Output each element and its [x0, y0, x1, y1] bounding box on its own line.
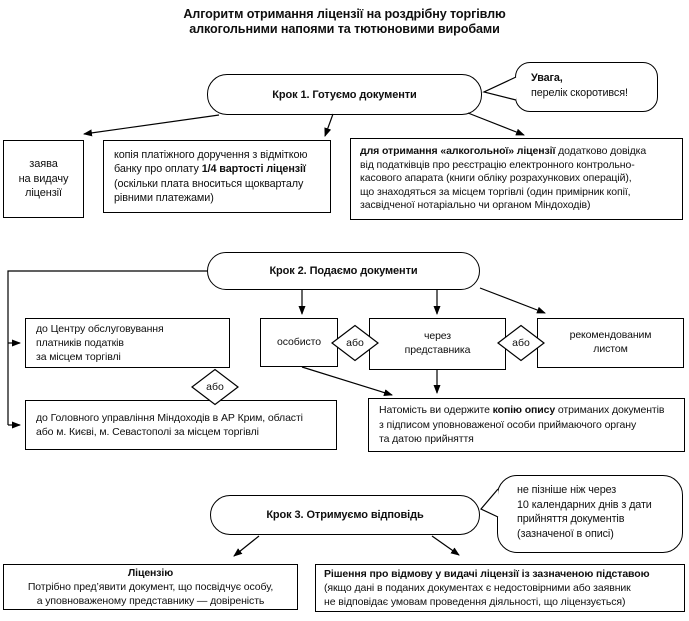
step1-bubble-tail: [482, 76, 517, 101]
arrow-inperson-to-receipt: [301, 366, 393, 396]
receipt-pre: Натомість ви одержите: [379, 404, 493, 417]
step3-label: Крок 3. Отримуємо відповідь: [266, 509, 424, 521]
step2-pill: Крок 2. Подаємо документи: [207, 252, 480, 290]
box-refusal-result: Рішення про відмову у видачі ліцензії із…: [315, 564, 685, 612]
step3-note-text: не пізніше ніж через 10 календарних днів…: [517, 484, 652, 540]
or-label-middle: або: [346, 337, 364, 349]
box-alcohol-certificate: для отримання «алкогольної» ліцензії дод…: [350, 138, 683, 220]
refusal-result-rest: (якщо дані в поданих документах є недост…: [324, 582, 631, 608]
step2-label: Крок 2. Подаємо документи: [269, 265, 418, 277]
payment-bold: 1/4 вартості ліцензії: [201, 163, 306, 176]
step3-bubble-tail: [480, 488, 499, 518]
license-result-bold: Ліцензію: [127, 567, 174, 579]
step1-pill: Крок 1. Готуємо документи: [207, 74, 482, 115]
box-main-office: до Головного управління Міндоходів в АР …: [25, 400, 337, 450]
arrow-step1-to-alcohol: [467, 112, 525, 136]
diagram-title-line1: Алгоритм отримання ліцензії на роздрібну…: [183, 7, 506, 21]
arrow-step3-to-refusal: [431, 535, 460, 556]
alcohol-bold: для отримання «алкогольної» ліцензії: [360, 145, 556, 158]
payment-post: (оскільки плата вноситься щокварталу рів…: [114, 177, 304, 204]
arrow-step2-to-mail: [479, 287, 546, 314]
alcohol-post: додатково довідка від податківців про ре…: [360, 145, 647, 212]
or-label-left: або: [206, 381, 224, 393]
step3-note-bubble: не пізніше ніж через 10 календарних днів…: [497, 475, 683, 553]
step1-note-bubble: Увага, перелік скоротився!: [515, 62, 658, 112]
box-main-office-text: до Головного управління Міндоходів в АР …: [36, 412, 303, 438]
arrow-step3-to-license: [233, 535, 260, 557]
step1-label: Крок 1. Готуємо документи: [272, 88, 417, 101]
or-label-right: або: [512, 337, 530, 349]
refusal-result-bold: Рішення про відмову у видачі ліцензії із…: [324, 568, 650, 580]
box-registered-mail-text: рекомендованим листом: [569, 329, 652, 355]
box-via-representative-text: через представника: [404, 330, 471, 356]
box-receipt-copy: Натомість ви одержите копію опису отрима…: [368, 398, 685, 452]
diagram-title: Алгоритм отримання ліцензії на роздрібну…: [0, 7, 689, 36]
box-payment-copy: копія платіжного доручення з відміткою б…: [103, 140, 331, 213]
step1-note-bold: Увага,: [531, 72, 563, 84]
box-refusal-result-text: Рішення про відмову у видачі ліцензії із…: [324, 567, 676, 609]
diagram-title-line2: алкогольними напоями та тютюновими вироб…: [189, 21, 500, 36]
box-license-application: заява на видачу ліцензії: [3, 140, 84, 218]
box-alcohol-certificate-text: для отримання «алкогольної» ліцензії дод…: [360, 145, 673, 213]
arrow-step1-to-application: [83, 114, 220, 137]
box-tax-service-center: до Центру обслуговування платників подат…: [25, 318, 230, 368]
box-in-person-text: особисто: [277, 335, 321, 348]
box-in-person: особисто: [260, 318, 338, 367]
box-payment-copy-text: копія платіжного доручення з відміткою б…: [114, 148, 320, 206]
box-tax-service-center-text: до Центру обслуговування платників подат…: [36, 323, 164, 363]
step1-note-rest: перелік скоротився!: [531, 86, 628, 99]
arrow-step1-to-payment: [324, 113, 334, 137]
box-via-representative: через представника: [369, 318, 506, 370]
license-result-rest: Потрібно пред’явити документ, що посвідч…: [27, 581, 274, 607]
box-receipt-copy-text: Натомість ви одержите копію опису отрима…: [379, 403, 674, 446]
payment-pre: копія платіжного доручення з відміткою б…: [114, 148, 308, 176]
receipt-bold: копію опису: [492, 404, 556, 417]
step3-pill: Крок 3. Отримуємо відповідь: [210, 495, 480, 535]
box-license-application-text: заява на видачу ліцензії: [18, 158, 69, 200]
box-registered-mail: рекомендованим листом: [537, 318, 684, 368]
receipt-post: отриманих документів з підписом уповнова…: [379, 404, 665, 446]
